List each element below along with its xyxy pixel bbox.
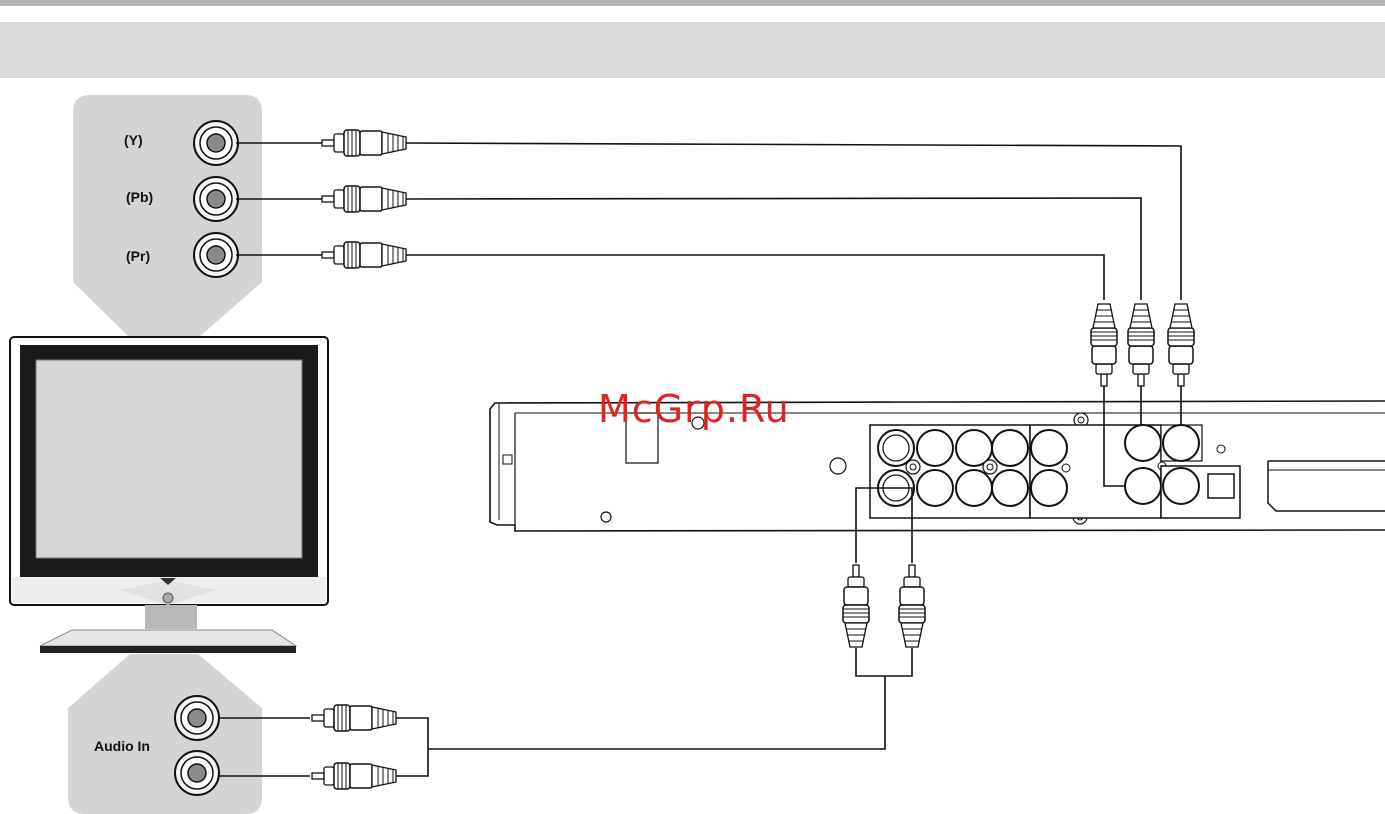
plug-pr-tv <box>322 242 406 268</box>
watermark: McGrp.Ru <box>598 387 790 431</box>
plug-audio-left-tv <box>312 705 396 731</box>
plug-y-dvd <box>1168 304 1194 386</box>
label-audio-in: Audio In <box>94 738 150 754</box>
jack-pb <box>194 177 238 221</box>
plug-pr-dvd <box>1091 304 1117 386</box>
plug-audio-left-dvd <box>843 565 869 647</box>
plug-y-tv <box>322 130 406 156</box>
label-pr: (Pr) <box>126 248 150 264</box>
plug-audio-right-tv <box>312 763 396 789</box>
label-y: (Y) <box>124 132 143 148</box>
jack-audio-left <box>175 696 219 740</box>
plug-audio-right-dvd <box>899 565 925 647</box>
television <box>10 337 328 653</box>
jack-audio-right <box>175 751 219 795</box>
plug-pb-dvd <box>1128 304 1154 386</box>
label-pb: (Pb) <box>126 189 153 205</box>
plug-pb-tv <box>322 186 406 212</box>
jack-pr <box>194 233 238 277</box>
jack-y <box>194 121 238 165</box>
audio-input-panel <box>68 654 262 814</box>
